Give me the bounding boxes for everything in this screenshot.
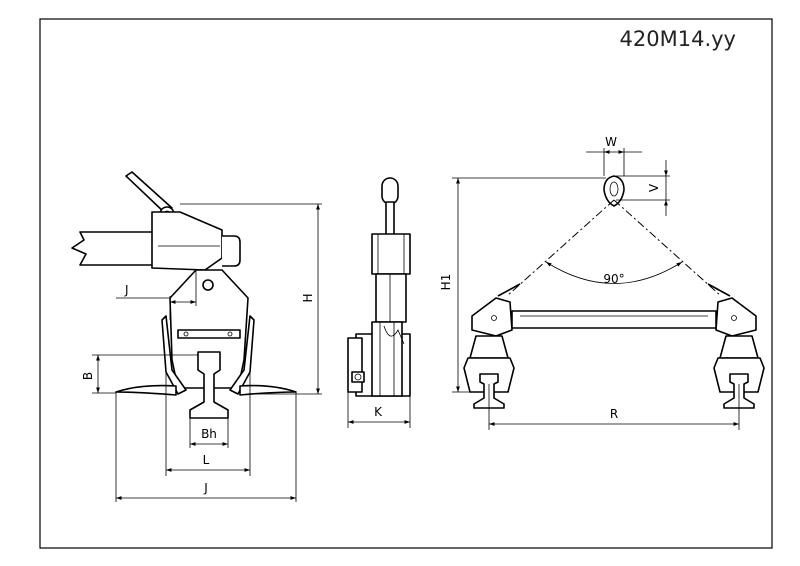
spreader-beam [511,310,717,329]
angle-arc [545,261,683,284]
spreader-view: 90° [463,175,765,409]
dim-label-j-bottom: J [203,481,208,495]
front-view-dimensions: J H B Bh L J [81,203,322,502]
dim-label-v: V [647,183,661,192]
spreader-dimensions: W V H1 R [439,135,740,430]
clamp-bracket [169,269,249,389]
lever-handle [125,171,173,215]
right-chain [613,199,722,297]
angle-label: 90° [603,272,624,286]
dim-label-h: H [301,293,315,302]
drawing-frame [39,18,773,549]
side-mid-body [375,273,407,323]
front-view [71,171,297,419]
side-shackle [381,177,399,205]
ring-handle [222,235,241,267]
side-view [347,177,411,397]
dim-label-r: R [610,407,618,421]
left-chain [506,199,615,297]
dim-label-j-top: J [124,283,129,297]
beam-section [71,231,161,266]
dim-label-w: W [605,135,617,149]
clamp-head [151,211,223,271]
left-wing [115,384,177,396]
side-view-dimensions: K [347,392,411,428]
lifting-eye [603,175,625,207]
left-clamp [463,283,521,409]
model-code: 420M14.yy [620,27,736,51]
shoe-plate [177,329,241,339]
dim-label-h1: H1 [439,274,453,291]
dim-label-l: L [203,453,210,467]
dim-label-bh: Bh [201,427,217,441]
upper-pivot [202,279,214,291]
dim-label-k: K [374,405,383,419]
dim-label-b: B [81,372,95,380]
right-clamp [707,283,765,409]
right-wing [239,384,297,396]
